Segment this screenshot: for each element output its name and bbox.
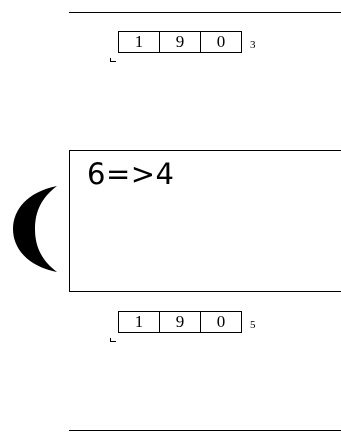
main-display-box: 6=>4	[69, 150, 341, 292]
top-digit-3: 0	[201, 31, 242, 53]
bottom-digit-2: 9	[160, 311, 201, 333]
bottom-digit-counter: 1 9 0	[118, 311, 242, 333]
top-digit-2: 9	[160, 31, 201, 53]
top-digit-1: 1	[118, 31, 160, 53]
bottom-digit-3: 0	[201, 311, 242, 333]
bottom-digit-1: 1	[118, 311, 160, 333]
top-digit-counter: 1 9 0	[118, 31, 242, 53]
top-corner-mark	[110, 58, 116, 62]
top-divider	[69, 12, 341, 13]
main-box-text: 6=>4	[87, 157, 175, 191]
crescent-moon-icon	[13, 186, 57, 272]
bottom-counter-index: 5	[250, 319, 256, 331]
bottom-corner-mark	[110, 338, 116, 342]
top-counter-index: 3	[250, 39, 256, 51]
bottom-divider	[69, 430, 341, 431]
